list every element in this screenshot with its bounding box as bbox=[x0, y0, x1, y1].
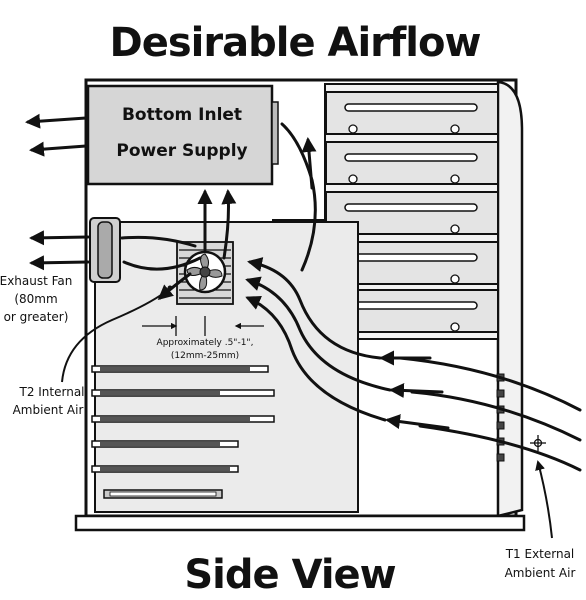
front-intake-flow bbox=[410, 390, 582, 442]
psu-box bbox=[86, 84, 274, 186]
case-base bbox=[74, 514, 526, 532]
internal-flow-arrow bbox=[157, 272, 192, 300]
case-front-bezel bbox=[496, 80, 524, 518]
t2-sensor-point bbox=[167, 285, 173, 291]
drive-bay-cage bbox=[324, 83, 499, 340]
front-intake-arrow bbox=[385, 414, 450, 430]
front-intake-flow bbox=[418, 424, 582, 472]
exhaust-fan-label-line3: or greater) bbox=[4, 310, 69, 324]
internal-flow-arrow bbox=[120, 235, 197, 248]
t1-label-line2: Ambient Air bbox=[505, 566, 576, 580]
exhaust-fan-label-line1: Exhaust Fan bbox=[0, 274, 72, 288]
t2-label-line2: Ambient Air bbox=[13, 403, 84, 417]
drive-bay bbox=[325, 191, 499, 235]
spacing-note-line1: Approximately .5"-1", bbox=[157, 338, 254, 348]
cooler-intake-flow bbox=[245, 276, 392, 392]
drive-bay bbox=[325, 141, 499, 185]
front-intake-flow bbox=[398, 356, 582, 412]
psu-inlet-tab bbox=[271, 101, 279, 165]
psu-exhaust-arrow bbox=[29, 141, 88, 157]
cooler-intake-flow bbox=[247, 257, 382, 360]
cpu-cooler bbox=[176, 241, 234, 305]
psu-label-line2: Power Supply bbox=[116, 141, 247, 161]
power-supply: Bottom Inlet Power Supply bbox=[86, 84, 279, 186]
drive-bay bbox=[325, 91, 499, 135]
fan-hub bbox=[97, 221, 113, 279]
internal-flow-arrow bbox=[122, 256, 202, 271]
t1-label-line1: T1 External bbox=[505, 547, 575, 561]
expansion-cards bbox=[91, 365, 275, 499]
cooler-intake-flow bbox=[245, 295, 387, 422]
fan-exhaust-arrow bbox=[29, 255, 90, 271]
airflow-paths bbox=[25, 113, 582, 472]
psu-intake-arrow bbox=[221, 189, 237, 260]
psu-rear-flow-arrow bbox=[301, 137, 317, 190]
view-label: Side View bbox=[184, 552, 395, 598]
spacing-dimension bbox=[142, 316, 264, 336]
front-intake-arrow bbox=[389, 382, 444, 398]
t2-label-line1: T2 Internal bbox=[18, 385, 84, 399]
exhaust-fan-label-line2: (80mm bbox=[14, 292, 57, 306]
t1-pointer-line bbox=[535, 460, 553, 539]
t1-sensor-crosshair bbox=[530, 435, 546, 451]
psu-exhaust-arrow bbox=[25, 113, 88, 129]
cpu-fan-hub bbox=[199, 266, 211, 278]
spacing-note-line2: (12mm-25mm) bbox=[171, 351, 239, 361]
fan-exhaust-arrow bbox=[29, 230, 90, 246]
exhaust-fan bbox=[89, 217, 121, 283]
t2-pointer-line bbox=[61, 289, 169, 383]
diagram-title: Desirable Airflow bbox=[110, 20, 481, 66]
psu-label-line1: Bottom Inlet bbox=[122, 105, 242, 125]
